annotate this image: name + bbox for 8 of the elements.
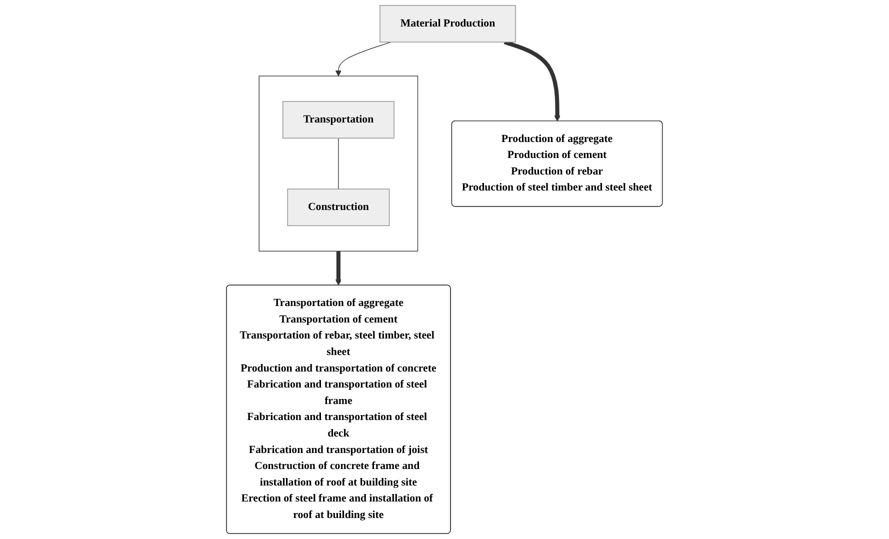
cluster xyxy=(258,76,418,252)
arrow xyxy=(504,40,560,122)
node-box: Material Production xyxy=(380,5,516,42)
node-box: Construction xyxy=(287,188,390,226)
arrow xyxy=(336,42,392,76)
arrow xyxy=(336,251,342,286)
connector xyxy=(338,138,339,190)
node-box: Transportation xyxy=(282,101,394,138)
